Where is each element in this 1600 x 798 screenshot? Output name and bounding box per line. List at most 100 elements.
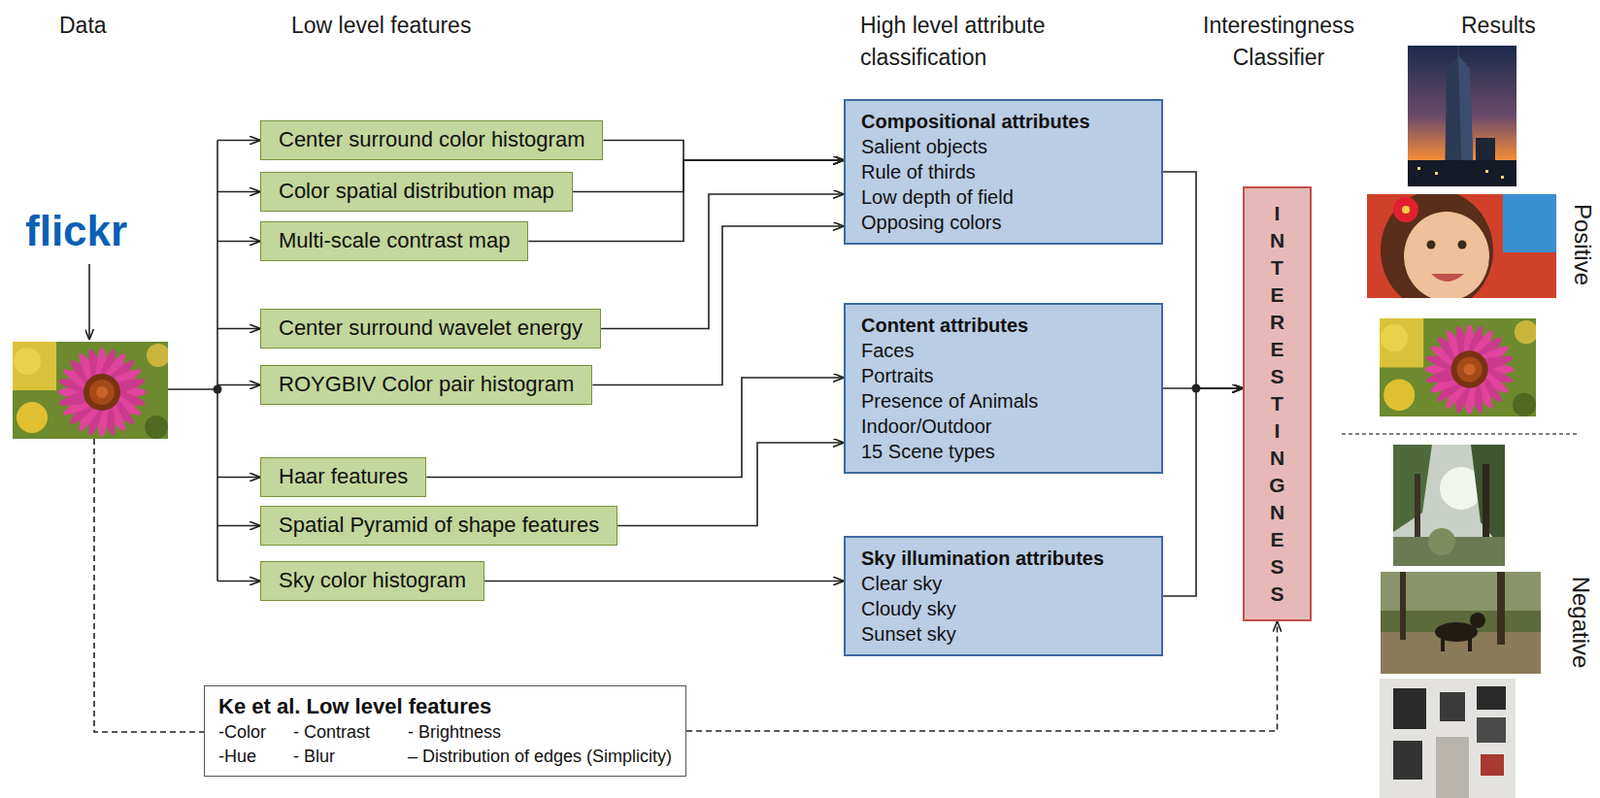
result-photo bbox=[1379, 318, 1538, 417]
result-photo bbox=[1434, 171, 1438, 175]
wire bbox=[88, 264, 91, 340]
column-header: Results bbox=[1461, 9, 1536, 42]
column-header: Low level features bbox=[291, 9, 471, 42]
feature-box: Center surround color histogram bbox=[260, 120, 603, 161]
connector-arrow bbox=[1163, 171, 1243, 389]
box-text: ROYGBIV Color pair histogram bbox=[278, 371, 574, 397]
wire bbox=[217, 328, 261, 331]
result-photo bbox=[1380, 571, 1541, 674]
result-photo bbox=[1393, 444, 1505, 567]
result-photo bbox=[1393, 688, 1427, 730]
list-item: Rule of thirds bbox=[861, 159, 1146, 185]
input-photo bbox=[12, 341, 170, 439]
list-item: – Distribution of edges (Simplicity) bbox=[407, 744, 672, 769]
wire bbox=[94, 438, 204, 733]
result-photo bbox=[1393, 740, 1423, 780]
list-item: Opposing colors bbox=[861, 209, 1146, 235]
column-header: Data bbox=[59, 9, 107, 42]
list-item: Indoor/Outdoor bbox=[861, 413, 1146, 439]
list-item: -Hue bbox=[218, 744, 294, 769]
result-photo bbox=[1379, 678, 1516, 798]
logo-text: flickr bbox=[25, 205, 128, 258]
wire bbox=[217, 240, 261, 243]
wire bbox=[217, 525, 261, 528]
connector-arrow bbox=[592, 226, 844, 386]
list-item: Portraits bbox=[861, 363, 1146, 389]
result-photo bbox=[1400, 571, 1406, 640]
connector-arrow bbox=[572, 160, 844, 193]
wire bbox=[217, 580, 261, 583]
result-photo bbox=[1393, 444, 1505, 567]
box-heading: Content attributes bbox=[861, 312, 1146, 338]
result-photo bbox=[1393, 444, 1433, 533]
result-photo bbox=[1497, 571, 1505, 645]
result-photo bbox=[1407, 45, 1517, 187]
connector-arrow bbox=[617, 442, 844, 527]
wire bbox=[167, 388, 218, 391]
feature-box: Center surround wavelet energy bbox=[260, 308, 601, 349]
result-photo bbox=[1469, 612, 1486, 629]
result-photo bbox=[1380, 190, 1494, 311]
list-item: Faces bbox=[861, 337, 1146, 364]
result-photo bbox=[1393, 197, 1419, 223]
connector-arrow bbox=[1163, 388, 1243, 597]
class-label: Negative bbox=[1566, 576, 1596, 669]
result-photo bbox=[1440, 635, 1445, 652]
result-photo bbox=[1379, 678, 1516, 798]
feature-box: Spatial Pyramid of shape features bbox=[260, 505, 618, 546]
result-photo bbox=[1403, 211, 1490, 301]
result-photo bbox=[1435, 736, 1469, 798]
wire bbox=[217, 191, 261, 194]
column-header: Interestingness Classifier bbox=[1176, 9, 1381, 74]
result-photo bbox=[1485, 169, 1489, 173]
result-photo bbox=[1476, 686, 1506, 710]
attribute-box: Content attributesFacesPortraitsPresence… bbox=[843, 302, 1164, 474]
connector-arrow bbox=[528, 160, 844, 242]
wire bbox=[217, 476, 261, 479]
class-label: Positive bbox=[1568, 203, 1598, 286]
feature-list-box: Ke et al. Low level features-Color- Cont… bbox=[203, 685, 687, 777]
separator-line bbox=[1341, 433, 1577, 435]
connector-arrow bbox=[603, 140, 845, 162]
box-heading: Compositional attributes bbox=[861, 108, 1146, 134]
box-text: Spatial Pyramid of shape features bbox=[278, 512, 600, 537]
result-photo bbox=[1480, 754, 1504, 776]
box-heading: Ke et al. Low level features bbox=[218, 693, 672, 721]
wire bbox=[217, 139, 261, 142]
list-item: Clear sky bbox=[861, 570, 1146, 597]
result-photo bbox=[1476, 717, 1506, 743]
box-text: Color spatial distribution map bbox=[278, 178, 555, 203]
result-photo bbox=[1439, 692, 1466, 722]
wire bbox=[216, 140, 219, 582]
result-photo bbox=[1417, 166, 1421, 170]
box-text: Center surround color histogram bbox=[278, 127, 585, 152]
result-photo bbox=[1366, 45, 1557, 798]
box-text: Haar features bbox=[278, 464, 408, 489]
list-item: - Blur bbox=[293, 744, 408, 769]
column-header: High level attribute classification bbox=[860, 9, 1113, 74]
list-item: Cloudy sky bbox=[861, 596, 1146, 622]
box-text: Center surround wavelet energy bbox=[278, 315, 583, 340]
result-photo bbox=[1366, 190, 1557, 311]
list-item: Presence of Animals bbox=[861, 388, 1146, 414]
result-photo bbox=[1380, 571, 1541, 674]
result-photo bbox=[1431, 273, 1465, 282]
result-photo bbox=[1428, 528, 1456, 556]
box-text: Sky color histogram bbox=[278, 567, 467, 593]
wire bbox=[217, 384, 261, 387]
feature-box: Color spatial distribution map bbox=[260, 171, 573, 212]
feature-box: ROYGBIV Color pair histogram bbox=[260, 365, 593, 405]
result-photo bbox=[1407, 160, 1517, 187]
item-grid: -Color- Contrast- Brightness-Hue- Blur– … bbox=[218, 720, 672, 769]
result-photo bbox=[1458, 240, 1467, 250]
result-photo bbox=[1502, 194, 1557, 253]
list-item: Low depth of field bbox=[861, 184, 1146, 210]
attribute-box: Sky illumination attributesClear skyClou… bbox=[843, 535, 1164, 657]
attribute-box: Compositional attributesSalient objectsR… bbox=[843, 99, 1164, 245]
box-text: Multi-scale contrast map bbox=[278, 228, 510, 253]
list-item: -Color bbox=[218, 720, 294, 745]
classifier-box: INTERESTINGNESS bbox=[1242, 186, 1312, 622]
vertical-text: INTERESTINGNESS bbox=[1268, 200, 1286, 608]
